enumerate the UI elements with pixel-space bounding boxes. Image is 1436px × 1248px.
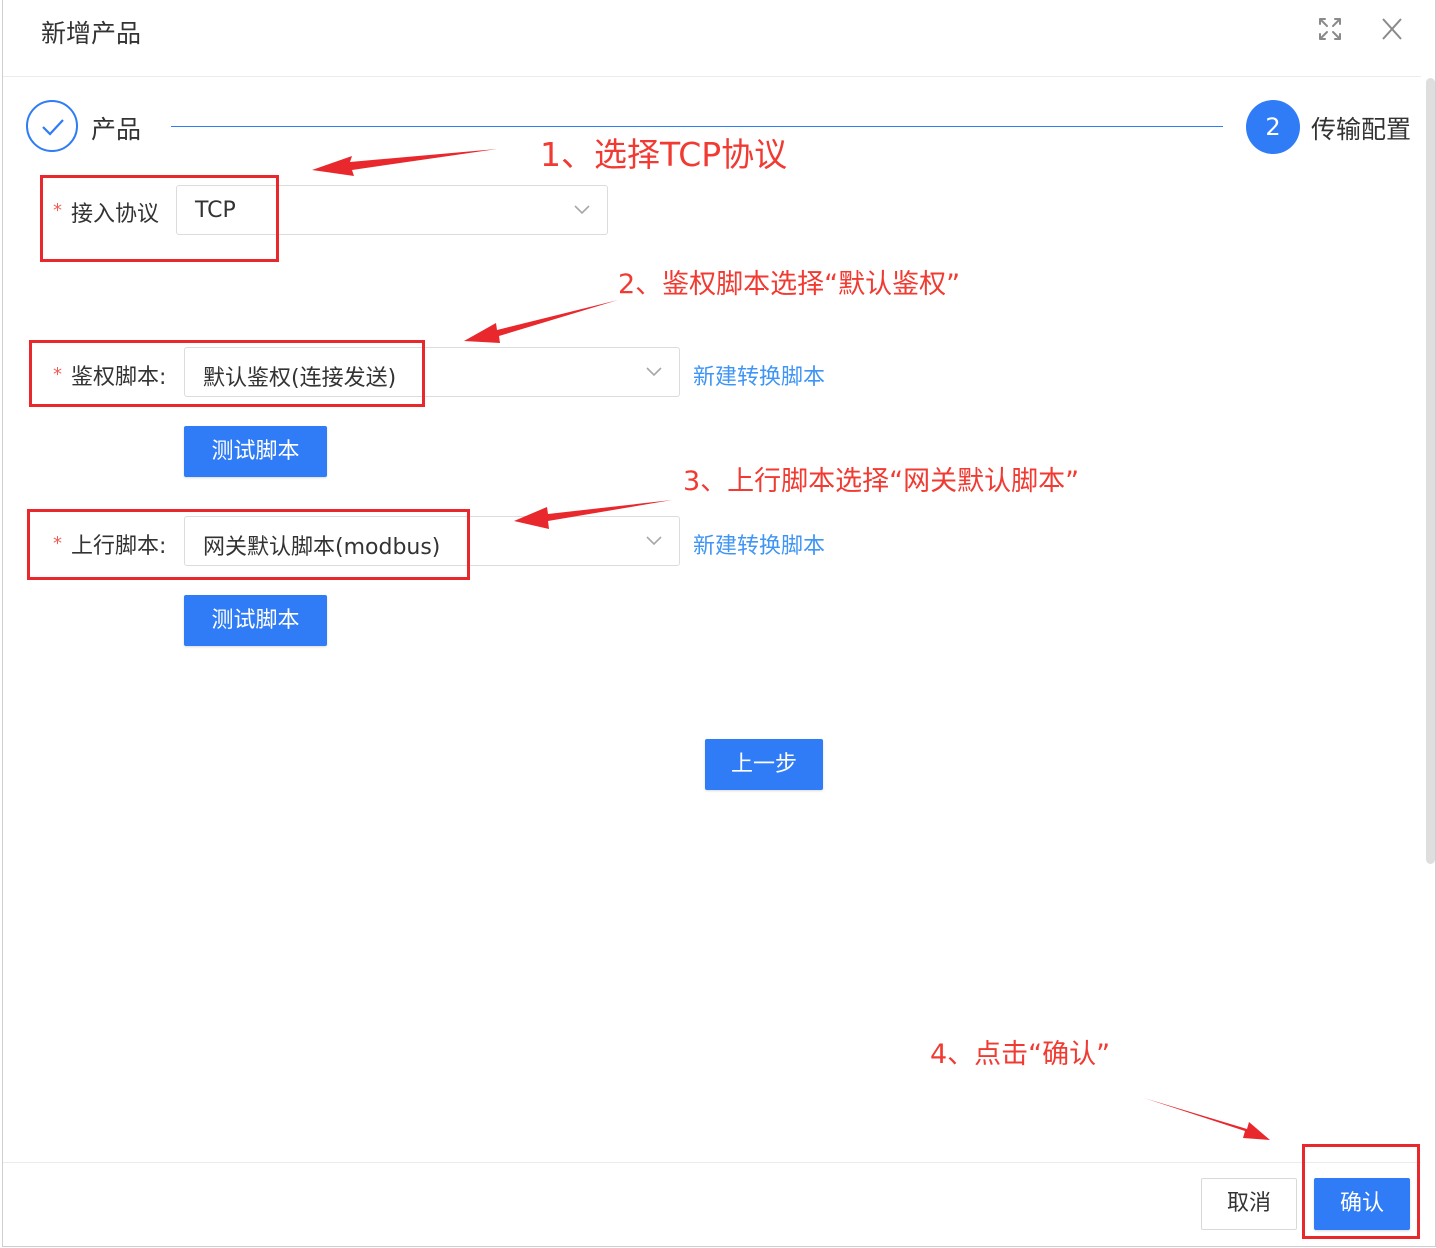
- step-2-label: 传输配置: [1311, 115, 1412, 144]
- annotation-box-uplink-script: [27, 509, 470, 580]
- annotation-box-auth-script: [29, 340, 425, 407]
- annotation-step-2: 2、鉴权脚本选择“默认鉴权”: [618, 269, 961, 300]
- chevron-down-icon: [646, 536, 662, 546]
- check-icon: [42, 119, 64, 136]
- annotation-step-1: 1、选择TCP协议: [540, 135, 788, 174]
- new-uplink-script-link[interactable]: 新建转换脚本: [693, 534, 826, 559]
- step-connector-line: [171, 126, 1223, 127]
- header-divider: [3, 76, 1421, 77]
- prev-step-button[interactable]: 上一步: [705, 739, 823, 790]
- auth-script-select-value: 默认鉴权(连接发送): [203, 366, 397, 391]
- protocol-select-value: TCP: [195, 198, 236, 223]
- test-auth-script-button[interactable]: 测试脚本: [184, 426, 327, 477]
- chevron-down-icon: [574, 205, 590, 215]
- protocol-label: 接入协议: [71, 202, 160, 227]
- step-1-label: 产品: [91, 115, 142, 144]
- close-icon[interactable]: [1377, 14, 1407, 44]
- fullscreen-icon[interactable]: [1315, 14, 1345, 44]
- uplink-script-select-value: 网关默认脚本(modbus): [203, 535, 441, 560]
- step-1-done-indicator: [26, 100, 78, 152]
- test-uplink-script-button[interactable]: 测试脚本: [184, 595, 327, 646]
- required-asterisk: *: [53, 533, 62, 554]
- required-asterisk: *: [53, 364, 62, 385]
- auth-script-select[interactable]: 默认鉴权(连接发送): [184, 347, 680, 397]
- cancel-button[interactable]: 取消: [1201, 1178, 1297, 1230]
- annotation-step-4: 4、点击“确认”: [930, 1039, 1111, 1070]
- dialog-title: 新增产品: [41, 19, 142, 48]
- auth-script-label: 鉴权脚本:: [71, 365, 167, 390]
- annotation-box-protocol: [40, 175, 279, 262]
- protocol-select[interactable]: TCP: [176, 185, 608, 235]
- new-auth-script-link[interactable]: 新建转换脚本: [693, 365, 826, 390]
- scrollbar[interactable]: [1426, 78, 1435, 864]
- step-2-indicator: 2: [1246, 100, 1300, 154]
- confirm-button[interactable]: 确认: [1314, 1178, 1410, 1230]
- annotation-box-confirm: [1302, 1144, 1420, 1239]
- chevron-down-icon: [646, 367, 662, 377]
- footer-divider: [3, 1162, 1421, 1163]
- required-asterisk: *: [53, 200, 62, 221]
- annotation-step-3: 3、上行脚本选择“网关默认脚本”: [683, 466, 1080, 497]
- uplink-script-label: 上行脚本:: [71, 534, 167, 559]
